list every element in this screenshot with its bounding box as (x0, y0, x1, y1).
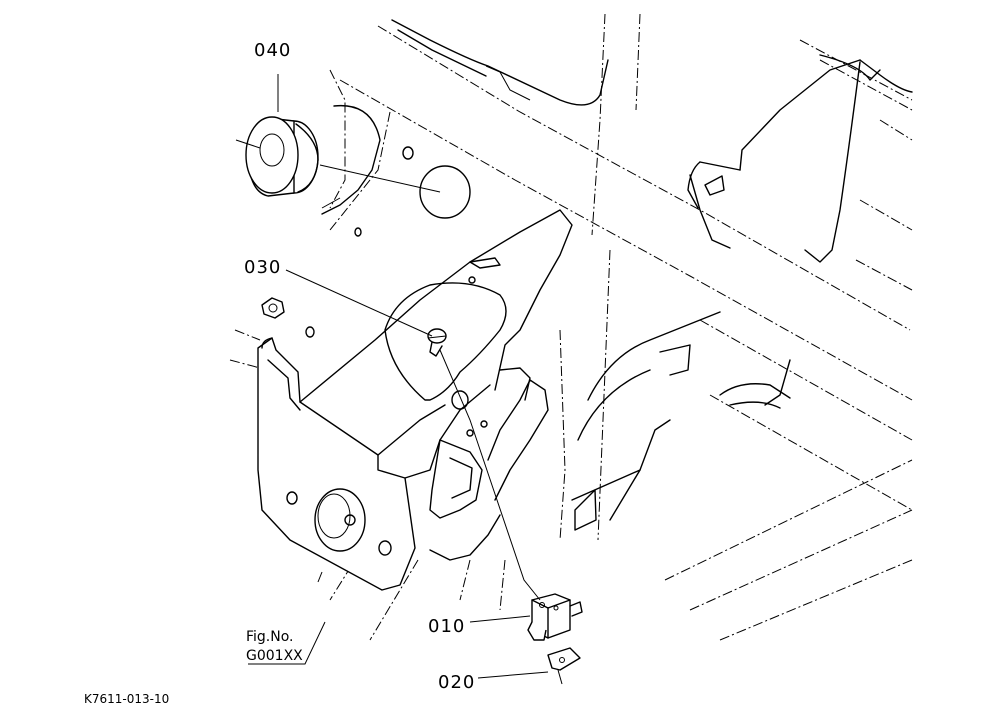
callout-010: 010 (428, 616, 465, 637)
figure-number-value: G001XX (246, 648, 303, 664)
mounting-bracket (257, 104, 573, 591)
part-grommet (245, 116, 319, 197)
callout-030: 030 (244, 257, 281, 278)
part-switch (527, 593, 583, 641)
figure-number-label: Fig.No. (246, 629, 294, 645)
chassis-frame (229, 13, 913, 641)
reference-code: K7611-013-10 (84, 692, 169, 706)
callout-040: 040 (254, 40, 291, 61)
callout-020: 020 (438, 672, 475, 693)
part-bolt (427, 328, 447, 357)
leader-lines (235, 74, 549, 679)
part-bracket-plate (547, 647, 581, 685)
